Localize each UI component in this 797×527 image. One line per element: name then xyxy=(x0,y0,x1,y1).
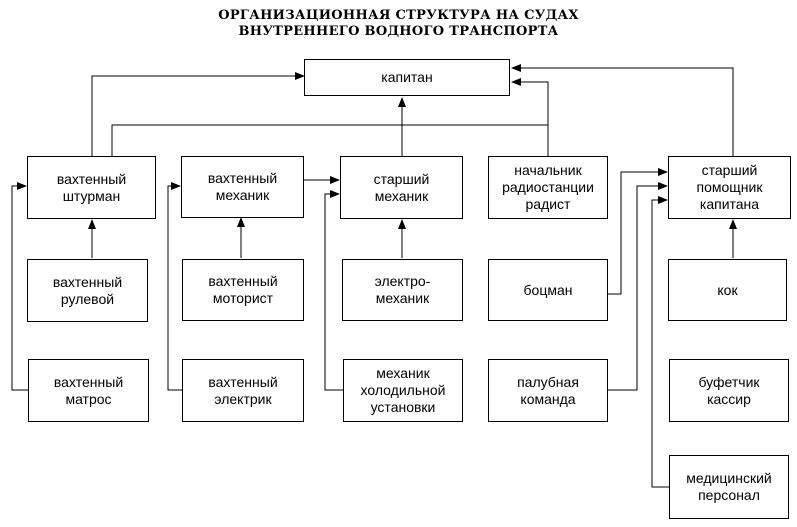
edge-refrigeration-to-chief-mechanic xyxy=(324,190,343,391)
node-watch-electrician: вахтенный электрик xyxy=(182,359,304,422)
edge-navigator-to-captain xyxy=(91,72,305,156)
node-radio-chief: начальник радиостанции радист xyxy=(488,156,608,219)
node-watch-motorist: вахтенный моторист xyxy=(182,259,304,321)
node-buffet-cashier: буфетчик кассир xyxy=(669,359,789,422)
edge-sailor-to-navigator xyxy=(11,182,28,391)
edge-medical-to-chief-mate xyxy=(651,196,669,488)
edge-radio-to-captain xyxy=(511,78,549,156)
node-boatswain: боцман xyxy=(488,259,608,321)
edge-boatswain-to-chief-mate xyxy=(608,168,668,295)
node-electro-mechanic: электро- механик xyxy=(342,259,463,321)
node-chief-mate: старший помощник капитана xyxy=(668,156,791,219)
edge-chief-mate-to-captain xyxy=(511,64,734,156)
edge-electrician-to-watch-mechanic xyxy=(167,182,182,391)
node-deck-crew: палубная команда xyxy=(488,359,608,422)
node-watch-mechanic: вахтенный механик xyxy=(181,156,304,218)
edge-deck-crew-to-chief-mate xyxy=(608,182,668,391)
node-watch-sailor: вахтенный матрос xyxy=(28,359,149,422)
node-watch-helmsman: вахтенный рулевой xyxy=(27,259,148,322)
node-chief-mechanic: старший механик xyxy=(340,156,463,219)
node-cook: кок xyxy=(668,259,787,321)
edge-upper-bus xyxy=(111,124,548,156)
chart-title-line-1: ОРГАНИЗАЦИОННАЯ СТРУКТУРА НА СУДАХ xyxy=(218,8,579,23)
node-refrigeration-mechanic: механик холодильной установки xyxy=(343,359,463,422)
node-watch-navigator: вахтенный штурман xyxy=(27,156,156,219)
node-captain: капитан xyxy=(304,59,510,96)
chart-title-line-2: ВНУТРЕННЕГО ВОДНОГО ТРАНСПОРТА xyxy=(238,24,559,39)
node-medical-staff: медицинский персонал xyxy=(669,455,789,519)
